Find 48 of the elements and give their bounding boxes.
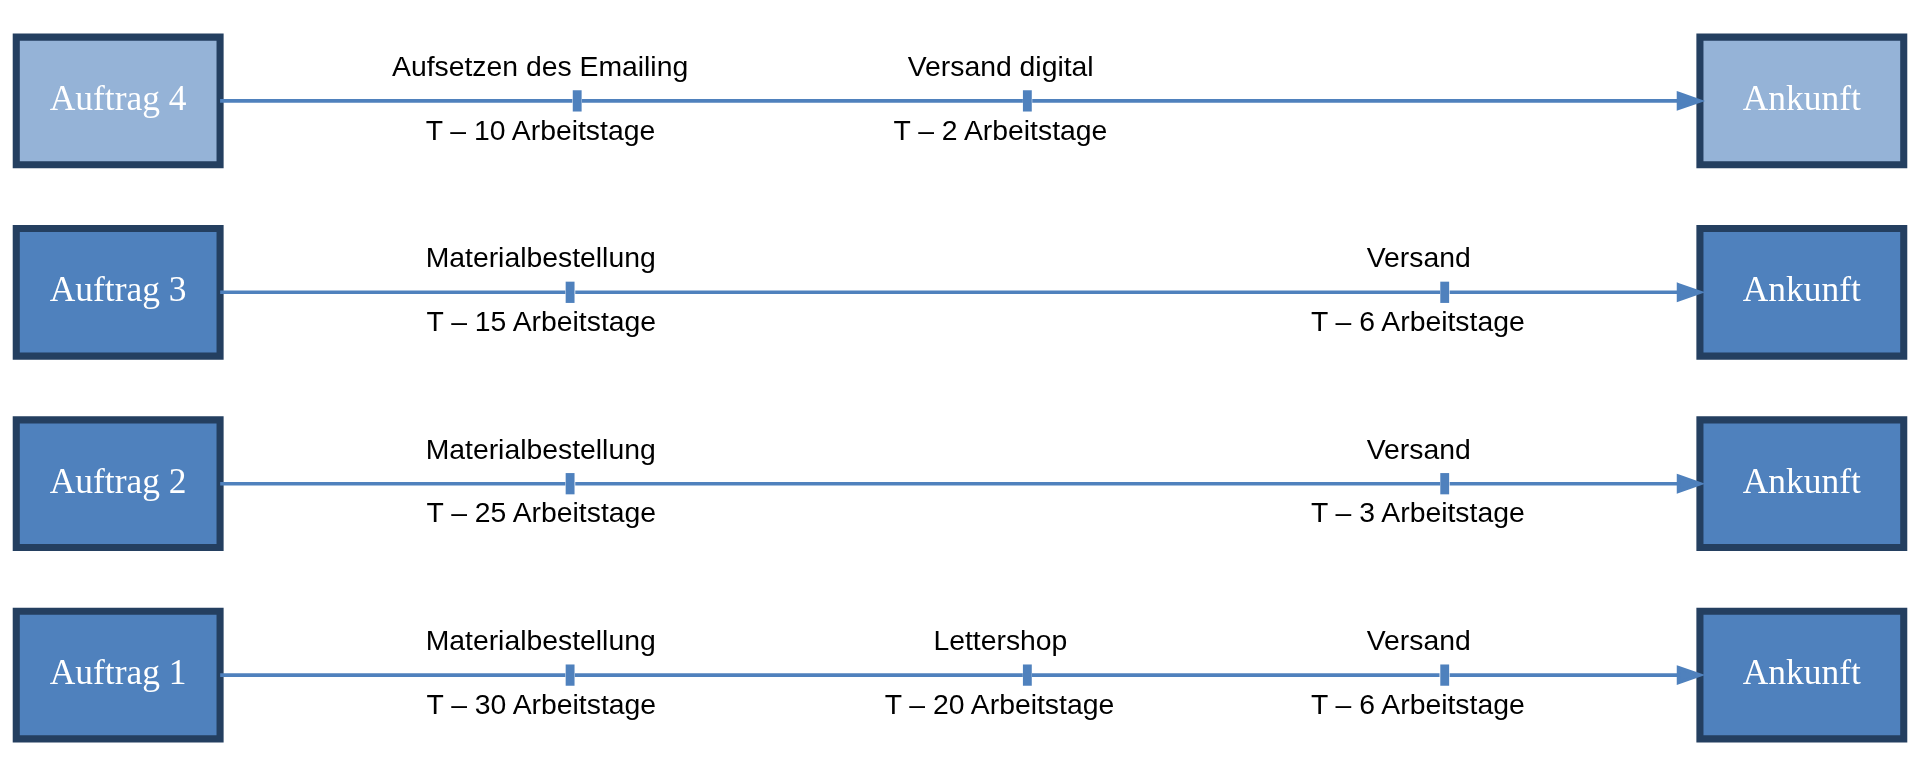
node-label: Versand digital: [907, 49, 1094, 82]
node-box: Auftrag 4: [12, 33, 224, 169]
connector: [575, 290, 1441, 295]
node-bar: [565, 281, 575, 303]
node-label: Versand: [1366, 623, 1471, 656]
connector: [575, 481, 1441, 486]
node-label: Materialbestellung: [425, 241, 656, 274]
node-box: Auftrag 2: [12, 416, 224, 552]
node-bar: [1440, 281, 1450, 303]
node-bar: [1440, 664, 1450, 686]
node-label: Versand: [1366, 432, 1471, 465]
node-label: T – 6 Arbeitstage: [1310, 304, 1525, 337]
node-box: Ankunft: [1696, 607, 1908, 743]
node-label: Aufsetzen des Emailing: [391, 49, 689, 82]
node-label: Materialbestellung: [425, 623, 656, 656]
node-label: T – 30 Arbeitstage: [426, 687, 657, 720]
connector: [220, 99, 573, 103]
node-box: Ankunft: [1696, 33, 1908, 169]
node-label: Materialbestellung: [425, 432, 656, 465]
node-box: Auftrag 1: [12, 607, 224, 743]
arrow: [1032, 90, 1706, 111]
node-box: Ankunft: [1696, 416, 1908, 552]
connector: [574, 673, 1023, 677]
node-label: T – 20 Arbeitstage: [884, 687, 1115, 720]
connector: [220, 481, 566, 486]
arrow: [1449, 473, 1706, 494]
arrow: [1449, 665, 1706, 686]
node-label: T – 10 Arbeitstage: [425, 113, 656, 146]
node-bar: [565, 664, 575, 686]
node-box: Auftrag 3: [12, 224, 224, 360]
node-label: T – 3 Arbeitstage: [1310, 496, 1525, 529]
connector: [220, 673, 566, 677]
node-bar: [565, 473, 575, 495]
arrow: [1449, 282, 1706, 303]
connector: [220, 290, 566, 295]
node-label: Lettershop: [933, 623, 1068, 656]
node-box: Ankunft: [1696, 224, 1908, 360]
node-bar: [1440, 473, 1450, 495]
node-bar: [1022, 664, 1032, 686]
node-bar: [572, 90, 582, 112]
node-bar: [1022, 90, 1032, 112]
node-label: T – 25 Arbeitstage: [426, 496, 657, 529]
node-label: T – 15 Arbeitstage: [426, 304, 657, 337]
node-label: T – 2 Arbeitstage: [893, 113, 1108, 146]
node-label: Versand: [1366, 241, 1471, 274]
node-label: T – 6 Arbeitstage: [1310, 687, 1525, 720]
connector: [1031, 673, 1440, 677]
connector: [581, 99, 1023, 103]
